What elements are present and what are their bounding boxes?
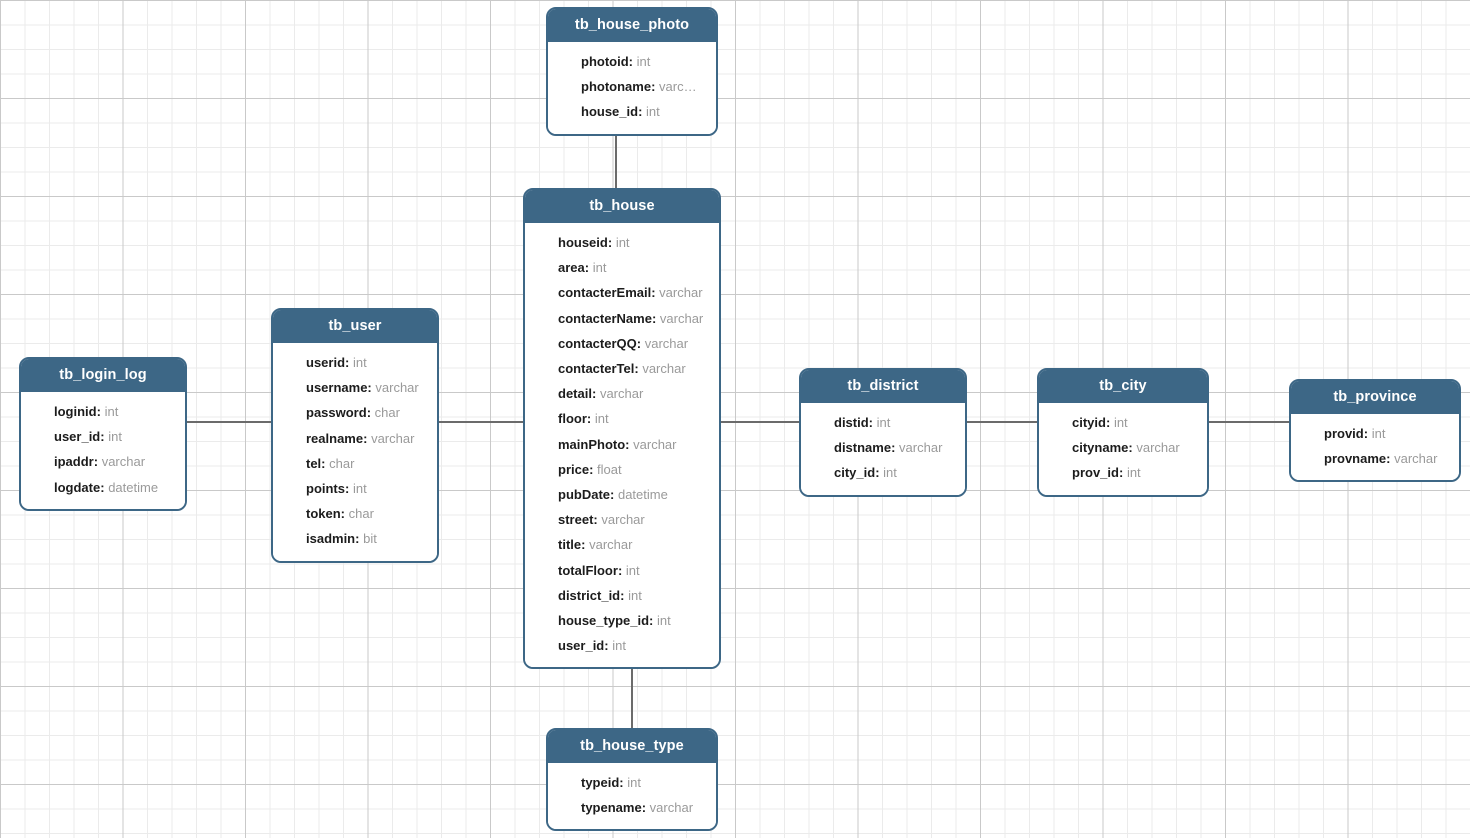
field-row: tel: char <box>306 455 355 471</box>
field-row: cityname: varchar <box>1072 440 1180 456</box>
field-row: title: varchar <box>558 537 633 553</box>
entity-title-tb-district: tb_district <box>801 370 965 403</box>
field-row: house_id: int <box>581 104 660 120</box>
field-row: floor: int <box>558 411 609 427</box>
entity-fields-tb-login-log: loginid: int user_id: int ipaddr: varcha… <box>21 392 185 509</box>
field-row: photoid: int <box>581 54 651 69</box>
field-row: realname: varchar <box>306 430 415 446</box>
field-row: houseid: int <box>558 235 630 250</box>
entity-tb-login-log[interactable]: tb_login_log loginid: int user_id: int i… <box>19 357 187 511</box>
entity-fields-tb-district: distid: int distname: varchar city_id: i… <box>801 403 965 495</box>
entity-tb-city[interactable]: tb_city cityid: int cityname: varchar pr… <box>1037 368 1209 497</box>
field-row: username: varchar <box>306 380 419 396</box>
entity-fields-tb-house-type: typeid: int typename: varchar <box>548 763 716 830</box>
relationship-login-log-to-user <box>187 421 272 423</box>
field-row: area: int <box>558 260 607 276</box>
entity-title-tb-house: tb_house <box>525 190 719 223</box>
entity-title-tb-province: tb_province <box>1291 381 1459 414</box>
entity-fields-tb-province: provid: int provname: varchar <box>1291 414 1459 481</box>
entity-title-tb-city: tb_city <box>1039 370 1207 403</box>
field-row: totalFloor: int <box>558 562 640 578</box>
field-row: detail: varchar <box>558 386 644 402</box>
entity-title-tb-house-photo: tb_house_photo <box>548 9 716 42</box>
field-row: logdate: datetime <box>54 479 159 495</box>
field-row: price: float <box>558 461 622 477</box>
field-row: isadmin: bit <box>306 531 377 547</box>
entity-fields-tb-city: cityid: int cityname: varchar prov_id: i… <box>1039 403 1207 495</box>
entity-tb-province[interactable]: tb_province provid: int provname: varcha… <box>1289 379 1461 483</box>
field-row: district_id: int <box>558 587 642 603</box>
entity-tb-user[interactable]: tb_user userid: int username: varchar pa… <box>271 308 439 563</box>
field-row: provname: varchar <box>1324 451 1438 467</box>
entity-tb-house-photo[interactable]: tb_house_photo photoid: int photoname: v… <box>546 7 718 136</box>
field-row: street: varchar <box>558 512 645 528</box>
field-row: cityid: int <box>1072 415 1128 430</box>
field-row: provid: int <box>1324 426 1386 441</box>
field-row: distname: varchar <box>834 440 943 456</box>
field-row: city_id: int <box>834 465 897 481</box>
field-row: house_type_id: int <box>558 613 671 629</box>
entity-title-tb-user: tb_user <box>273 310 437 343</box>
field-row: typename: varchar <box>581 800 694 816</box>
field-row: user_id: int <box>54 429 122 445</box>
entity-tb-house[interactable]: tb_house houseid: int area: int contacte… <box>523 188 721 670</box>
relationship-user-to-house <box>438 421 525 423</box>
relationship-house-to-house-type <box>631 664 633 728</box>
field-row: user_id: int <box>558 638 626 654</box>
entity-fields-tb-house: houseid: int area: int contacterEmail: v… <box>525 223 719 668</box>
field-row: mainPhoto: varchar <box>558 436 677 452</box>
field-row: contacterEmail: varchar <box>558 285 703 301</box>
entity-fields-tb-user: userid: int username: varchar password: … <box>273 343 437 561</box>
field-row: prov_id: int <box>1072 465 1141 481</box>
field-row: typeid: int <box>581 775 641 790</box>
field-row: token: char <box>306 506 374 522</box>
field-row: photoname: varc… <box>581 79 697 95</box>
relationship-district-to-city <box>967 421 1037 423</box>
field-row: password: char <box>306 405 400 421</box>
field-row: distid: int <box>834 415 891 430</box>
entity-title-tb-login-log: tb_login_log <box>21 359 185 392</box>
field-row: contacterQQ: varchar <box>558 335 689 351</box>
field-row: pubDate: datetime <box>558 487 668 503</box>
relationship-city-to-province <box>1209 421 1289 423</box>
entity-tb-district[interactable]: tb_district distid: int distname: varcha… <box>799 368 967 497</box>
entity-title-tb-house-type: tb_house_type <box>548 730 716 763</box>
entity-tb-house-type[interactable]: tb_house_type typeid: int typename: varc… <box>546 728 718 832</box>
relationship-house-to-district <box>719 421 799 423</box>
field-row: userid: int <box>306 355 367 370</box>
relationship-house-photo-to-house <box>615 131 617 191</box>
field-row: loginid: int <box>54 404 119 419</box>
field-row: points: int <box>306 481 367 497</box>
entity-fields-tb-house-photo: photoid: int photoname: varc… house_id: … <box>548 42 716 134</box>
field-row: ipaddr: varchar <box>54 454 146 470</box>
field-row: contacterName: varchar <box>558 310 704 326</box>
field-row: contacterTel: varchar <box>558 361 686 377</box>
